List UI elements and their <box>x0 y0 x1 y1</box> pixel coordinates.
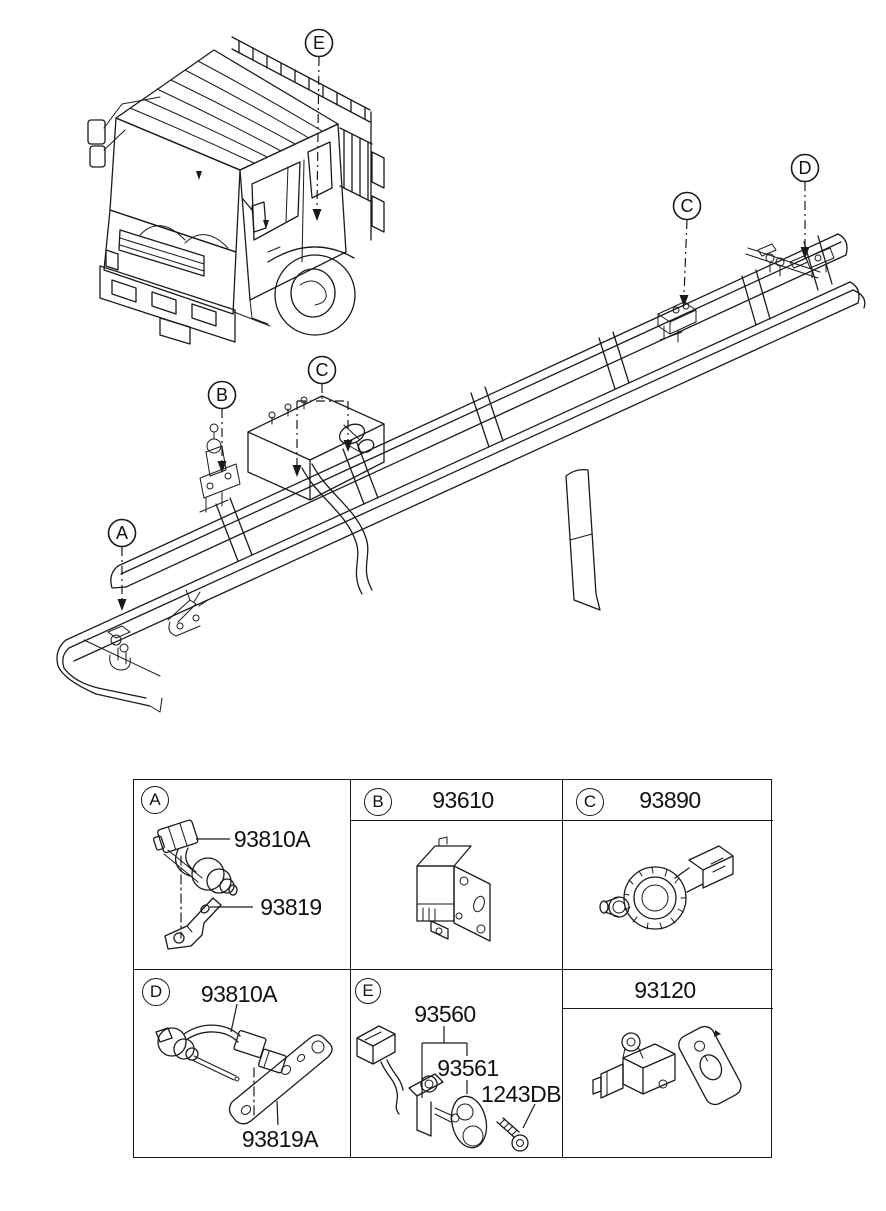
part-number-1243DB: 1243DB <box>480 1081 562 1107</box>
part-sketch-93890 <box>599 845 734 930</box>
rear-frame-switch <box>657 301 697 343</box>
callout-a-letter: A <box>116 523 128 543</box>
parts-cell-e: E 93560 93561 1243DB <box>350 969 562 1158</box>
mid-frame-equipment-box <box>247 395 601 611</box>
parts-cell-a: A 93810A 93819 <box>134 780 350 969</box>
rear-end-switch-cluster <box>745 243 835 279</box>
cell-e-badge: E <box>355 978 381 1004</box>
label-leader-93819A <box>276 1100 279 1126</box>
part-number-93819A: 93819A <box>241 1126 319 1152</box>
cell-e-letter: E <box>362 981 374 1000</box>
part-sketch-93120 <box>592 1025 742 1106</box>
cell-c-letter: C <box>583 792 597 811</box>
part-number-93810A-d: 93810A <box>200 981 278 1007</box>
part-number-93120: 93120 <box>634 977 696 1003</box>
part-number-93810A: 93810A <box>233 826 311 852</box>
parts-cell-c: C 93890 <box>562 780 773 969</box>
cell-a-badge: A <box>141 786 169 814</box>
part-sketch-93560-93561-1243DB <box>356 1025 536 1152</box>
chassis-frame-sketch <box>56 233 866 713</box>
callout-e-cab: E <box>304 28 334 221</box>
callout-c-rear-letter: C <box>681 196 694 216</box>
cell-b-letter: B <box>372 792 384 811</box>
label-leader-93560-93561 <box>421 1026 468 1098</box>
part-number-93561: 93561 <box>437 1055 499 1081</box>
callout-c-mid-letter: C <box>316 360 329 380</box>
part-sketch-93810A-93819 <box>152 819 253 950</box>
callout-c-rear: C <box>672 191 702 307</box>
label-leader-1243DB <box>522 1103 536 1129</box>
front-switch-parts <box>107 589 209 671</box>
part-number-93819: 93819 <box>260 894 322 920</box>
cell-b-header <box>351 780 562 821</box>
cell-c-badge: C <box>576 788 604 816</box>
callout-a-front: A <box>107 518 137 611</box>
part-number-93610: 93610 <box>432 787 494 813</box>
part-number-93890: 93890 <box>639 787 701 813</box>
callout-c-mid: C <box>292 355 353 477</box>
part-sketch-93810A-93819A <box>155 1003 333 1126</box>
cell-c-header <box>563 780 773 821</box>
label-leader-93810A <box>230 1003 238 1033</box>
callout-e-letter: E <box>313 33 325 53</box>
cell-93120-header <box>563 970 773 1009</box>
callout-b-mid: B <box>207 380 237 473</box>
cell-d-letter: D <box>149 982 163 1001</box>
parts-table: A 93810A 93819 <box>133 779 773 1158</box>
cell-b-badge: B <box>364 788 392 816</box>
truck-cab-sketch <box>87 36 385 345</box>
callout-d-letter: D <box>799 158 812 178</box>
cell-d-badge: D <box>142 978 170 1006</box>
pump-switch-part <box>199 423 241 513</box>
callout-b-letter: B <box>216 385 228 405</box>
part-number-93560: 93560 <box>414 1001 476 1027</box>
callout-d-rear: D <box>790 153 820 259</box>
parts-cell-d: D 93810A 93819A <box>134 969 350 1158</box>
cell-a-letter: A <box>149 790 161 809</box>
chassis-switch-location-diagram: A B C C D <box>56 28 866 713</box>
parts-cell-b: B 93610 <box>350 780 562 969</box>
parts-cell-93120: 93120 <box>562 969 773 1158</box>
part-sketch-93610 <box>416 836 491 942</box>
